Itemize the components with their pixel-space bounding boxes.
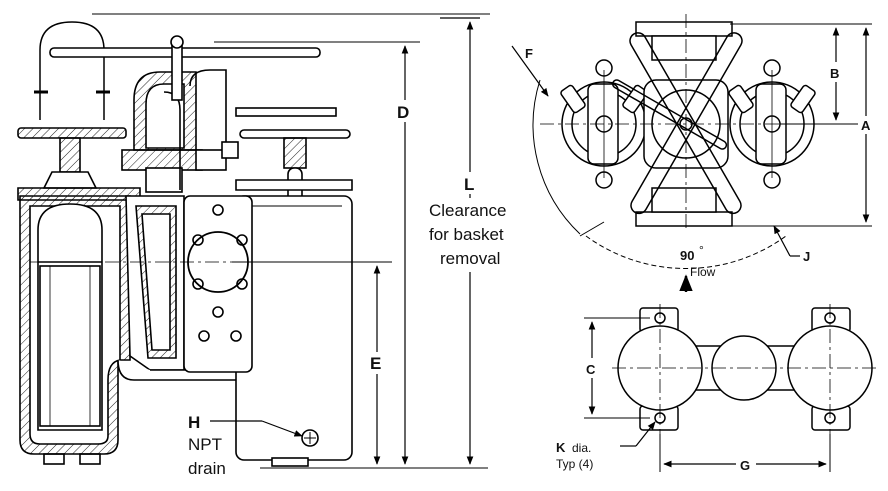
label-D: D (397, 103, 409, 122)
clearance-line-3: removal (440, 249, 500, 268)
angle-value: 90 (680, 248, 694, 263)
label-E: E (370, 354, 381, 373)
label-C: C (586, 362, 596, 377)
top-handle-bar (49, 47, 321, 58)
left-basket (37, 203, 103, 431)
left-handwheel (17, 127, 127, 139)
side-elevation-view (17, 21, 380, 467)
handle-position-1 (630, 32, 743, 215)
k-typ: Typ (4) (556, 457, 593, 471)
dim-line-J (773, 225, 791, 257)
angle-degree-mark: ° (699, 243, 704, 257)
handle-swing-arc (532, 79, 581, 235)
flow-label: Flow (690, 265, 716, 279)
dim-line-F (511, 45, 549, 97)
handle-swing-outline (39, 21, 105, 120)
drain-line-1: NPT (188, 435, 222, 454)
label-K: K (556, 440, 566, 455)
label-J: J (803, 249, 810, 264)
clearance-line-2: for basket (429, 225, 504, 244)
label-A: A (861, 118, 871, 133)
drain-line-2: drain (188, 459, 226, 478)
label-G: G (740, 458, 750, 473)
top-plan-view (532, 14, 844, 270)
clearance-line-1: Clearance (429, 201, 507, 220)
handle-position-2 (629, 32, 742, 215)
label-B: B (830, 66, 839, 81)
k-note: dia. (572, 441, 591, 455)
label-H: H (188, 413, 200, 432)
label-F: F (525, 46, 533, 61)
footprint-view (612, 304, 880, 434)
label-L: L (464, 175, 474, 194)
footprint-dimension-lines (584, 317, 831, 472)
